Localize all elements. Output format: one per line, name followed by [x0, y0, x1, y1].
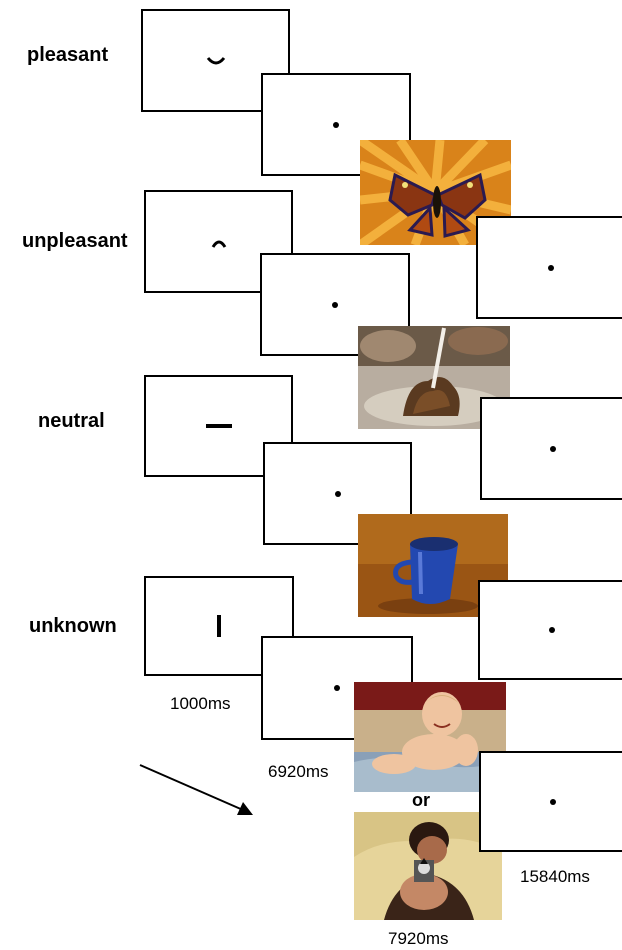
picture-gun	[354, 812, 502, 920]
fixation-screen-long-3	[478, 580, 622, 680]
condition-label-pleasant: pleasant	[27, 44, 109, 66]
timing-fixation: 15840ms	[520, 867, 590, 886]
fixation-screen-long-2	[480, 397, 622, 500]
smile-cue-icon	[206, 56, 225, 64]
or-connector: or	[412, 790, 430, 810]
fixation-dot	[548, 264, 554, 271]
condition-label-neutral: neutral	[38, 410, 105, 432]
condition-label-unpleasant: unpleasant	[22, 230, 128, 252]
timing-cue: 1000ms	[170, 694, 231, 713]
fixation-screen-long-1	[476, 216, 622, 319]
frown-cue-icon	[211, 240, 226, 248]
fixation-dot	[549, 798, 556, 805]
man-with-gun-image	[354, 812, 502, 920]
fixation-dot	[333, 121, 339, 128]
fixation-dot	[334, 685, 340, 691]
time-arrow-icon	[139, 764, 253, 815]
cue-screen-neutral	[144, 375, 293, 477]
fixation-dot	[334, 490, 341, 497]
cue-screen-pleasant	[141, 9, 290, 112]
timing-anticipation: 6920ms	[268, 762, 329, 781]
fixation-dot	[332, 301, 338, 308]
fixation-dot	[550, 445, 556, 452]
horizontal-line-cue-icon	[205, 424, 232, 428]
timing-picture: 7920ms	[388, 929, 449, 948]
condition-label-unknown: unknown	[29, 615, 117, 637]
vertical-line-cue-icon	[217, 615, 221, 637]
fixation-dot	[549, 627, 555, 633]
fixation-screen-long-4	[479, 751, 622, 852]
